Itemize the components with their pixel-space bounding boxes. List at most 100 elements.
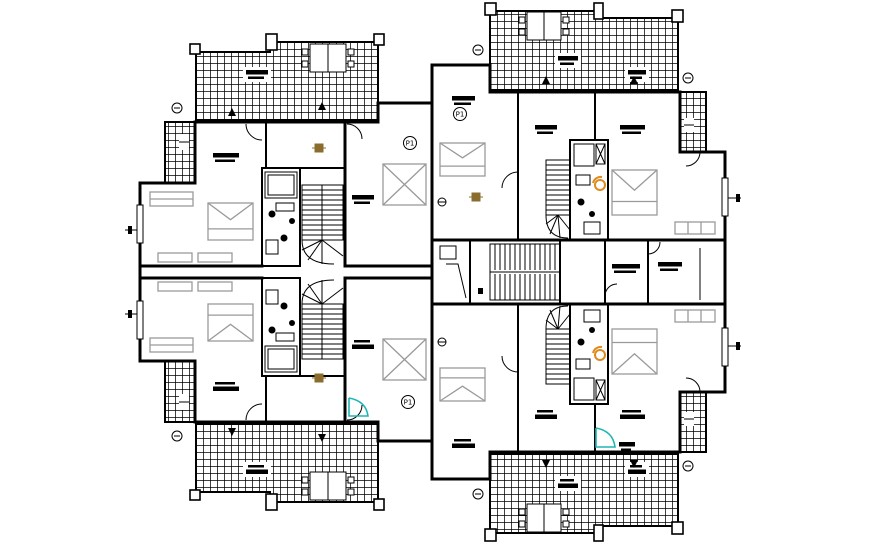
stair-winder — [545, 214, 559, 225]
terrace-pillar — [484, 2, 497, 16]
marker-head — [471, 192, 481, 202]
toilet — [280, 302, 288, 310]
wardrobe — [149, 191, 194, 207]
stair-winder-curve — [545, 214, 569, 239]
label-subtext-block — [248, 76, 264, 79]
balcony-floor — [164, 360, 196, 423]
terrace-table — [301, 471, 355, 501]
window-marker-head — [128, 310, 132, 318]
stair-winder-curve — [301, 279, 335, 305]
room-tag-label: P1 — [404, 399, 413, 407]
door-mark — [228, 428, 236, 436]
bed-frame — [207, 202, 254, 241]
stair-winder — [549, 309, 559, 330]
left-unit-walls — [125, 101, 434, 274]
room-label — [243, 67, 271, 82]
label-subtext-block — [630, 465, 642, 468]
elevation-tag — [682, 460, 694, 472]
washbasin — [575, 358, 591, 370]
cabinet-cross — [595, 379, 606, 401]
label-text-block — [452, 443, 475, 448]
chair — [301, 60, 309, 68]
door-mark — [318, 434, 326, 442]
label-text-block — [246, 70, 268, 75]
room-label — [352, 195, 374, 204]
bathroom-walls — [261, 277, 301, 377]
window-tag — [437, 197, 447, 207]
cabinet — [595, 143, 606, 165]
room-label — [620, 410, 645, 419]
door-swing — [685, 377, 701, 393]
fixture-highlight — [592, 175, 606, 191]
window-marker — [728, 194, 741, 202]
window — [721, 327, 729, 367]
bed-frame — [382, 338, 427, 381]
terrace-pillar — [189, 43, 201, 55]
bed — [207, 303, 254, 342]
room-tag-label: P1 — [456, 111, 465, 119]
right-unit-balcony — [679, 391, 707, 453]
right-unit-furniture — [437, 305, 716, 448]
bed-frame — [382, 163, 427, 206]
stair-winder — [557, 214, 571, 231]
terrace-pillar — [373, 33, 385, 46]
terrace-floor — [489, 10, 679, 91]
stair-winder — [557, 313, 571, 330]
chair — [301, 48, 309, 56]
stair-winder-curve — [545, 305, 569, 330]
bed — [207, 202, 254, 241]
label-text-block — [352, 195, 374, 200]
chair — [301, 476, 309, 484]
bathtub-basin — [267, 348, 295, 370]
label-text-block — [535, 414, 557, 419]
shelf — [674, 309, 716, 323]
stair-winder — [321, 287, 344, 305]
room-tag: P1 — [401, 395, 415, 409]
terrace-pillar — [593, 2, 604, 20]
bathtub-basin — [267, 174, 295, 196]
elevation-tag — [682, 72, 694, 84]
toilet — [268, 326, 276, 334]
door-swing — [501, 171, 519, 189]
stair-winder — [557, 305, 561, 330]
shower-tray — [573, 377, 595, 401]
washbasin — [275, 332, 295, 342]
label-text-block — [658, 262, 682, 267]
bed-pillow-fold — [439, 385, 486, 402]
terrace-pillar — [593, 524, 604, 542]
window-marker-head — [736, 194, 740, 202]
shelf-unit — [674, 309, 716, 323]
bathroom-fixtures — [573, 309, 606, 401]
terrace-floor — [489, 453, 679, 534]
room-tag: P1 — [403, 136, 417, 150]
right-unit-walls — [430, 63, 741, 242]
window — [136, 300, 144, 340]
stair-winder — [557, 214, 561, 239]
stair-winder-curve — [301, 239, 335, 265]
cabinet — [595, 379, 606, 401]
room-label — [619, 442, 635, 451]
right-unit-furniture — [437, 96, 716, 239]
chair — [518, 508, 526, 516]
toilet — [577, 338, 585, 346]
stair-winder — [307, 239, 323, 261]
plan-drawing — [125, 2, 741, 542]
shelf — [674, 221, 716, 235]
label-text-block — [558, 56, 578, 61]
window-tag — [437, 337, 447, 347]
north-wall — [376, 101, 434, 124]
marker-head — [314, 373, 324, 383]
bed — [439, 142, 486, 177]
room-label — [658, 262, 682, 271]
balcony-floor — [164, 121, 196, 184]
terrace-pillar — [189, 489, 201, 501]
label-subtext-block — [248, 465, 264, 468]
door-mark — [318, 102, 326, 110]
terrace-pillar — [484, 528, 497, 542]
bed-pillow-fold — [207, 323, 254, 342]
label-subtext-block — [622, 131, 641, 134]
shelf — [157, 281, 193, 292]
stair — [301, 184, 344, 265]
window-marker-head — [736, 342, 740, 350]
chair — [347, 48, 355, 56]
